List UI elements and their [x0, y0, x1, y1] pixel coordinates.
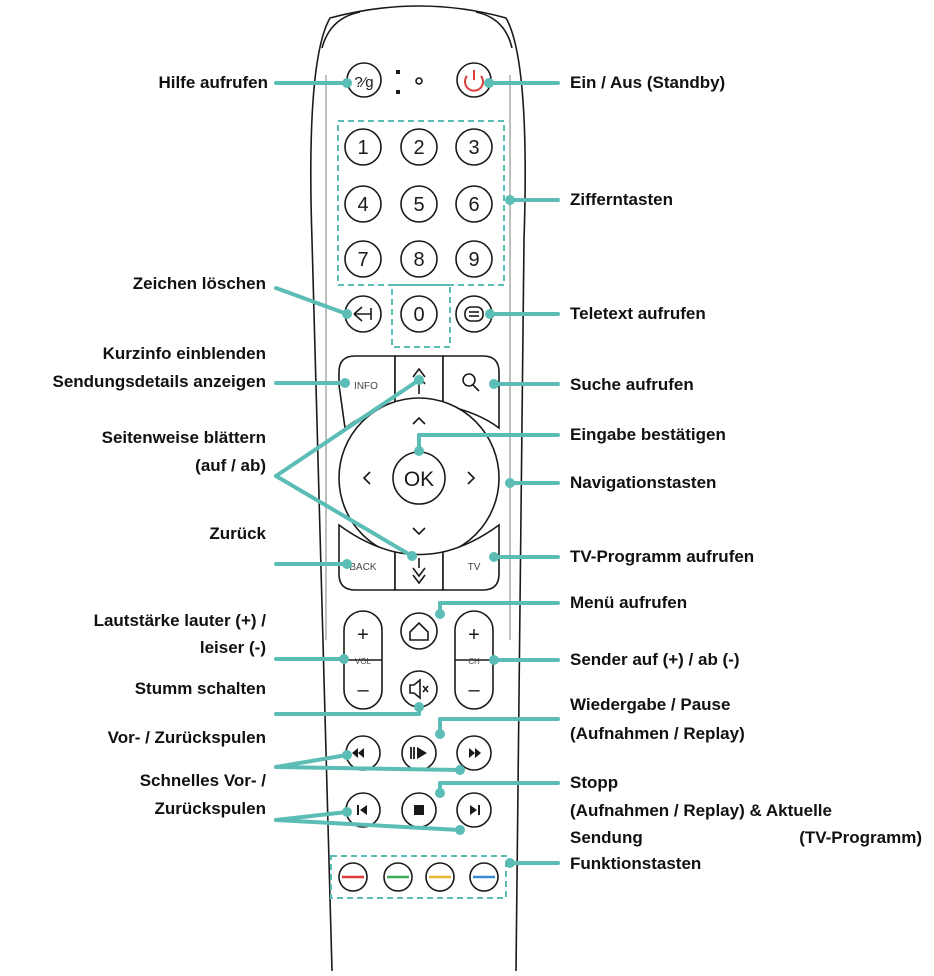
label-fast-seek-2: Zurückspulen [154, 799, 266, 818]
label-menu: Menü aufrufen [570, 593, 688, 612]
label-tv: TV-Programm aufrufen [570, 547, 755, 566]
svg-text:OK: OK [404, 468, 434, 491]
label-ok: Eingabe bestätigen [570, 425, 726, 444]
digit-9: 9 [468, 249, 479, 271]
label-delete: Zeichen löschen [132, 274, 266, 293]
digit-5: 5 [413, 194, 424, 216]
label-function-keys: Funktionstasten [570, 854, 702, 873]
svg-text:+: + [468, 624, 480, 646]
digit-7: 7 [357, 249, 368, 271]
svg-text:TV: TV [468, 562, 481, 573]
digit-1: 1 [357, 137, 368, 159]
label-info-2: Sendungsdetails anzeigen [52, 372, 267, 391]
svg-text:–: – [468, 679, 480, 701]
label-volume-1: Lautstärke lauter (+) / [93, 611, 266, 630]
digit-6: 6 [468, 194, 479, 216]
label-play-2: (Aufnahmen / Replay) [570, 724, 745, 743]
svg-text:INFO: INFO [354, 381, 378, 392]
label-seek: Vor- / Zurückspulen [107, 728, 266, 747]
callout-lines [274, 78, 465, 835]
label-help: Hilfe aufrufen [158, 73, 268, 92]
svg-text:CH: CH [468, 657, 480, 666]
label-teletext: Teletext aufrufen [570, 304, 706, 323]
label-stop-2: (Aufnahmen / Replay) & Aktuelle [570, 801, 832, 820]
label-info-1: Kurzinfo einblenden [102, 344, 266, 363]
label-play-1: Wiedergabe / Pause [570, 695, 731, 714]
digit-keys: 1 2 3 4 5 6 7 8 9 0 [344, 128, 493, 333]
remote-body [310, 5, 526, 972]
svg-text:BACK: BACK [349, 562, 377, 573]
label-power: Ein / Aus (Standby) [570, 73, 726, 92]
svg-text:?⁄g: ?⁄g [354, 74, 373, 91]
label-channel: Sender auf (+) / ab (-) [570, 650, 740, 669]
mute-button [400, 670, 438, 708]
svg-text:–: – [357, 679, 369, 701]
label-digits: Zifferntasten [570, 190, 673, 209]
label-search: Suche aufrufen [570, 375, 694, 394]
digit-0: 0 [413, 304, 424, 326]
label-back: Zurück [209, 524, 266, 543]
home-button [400, 612, 438, 650]
digit-3: 3 [468, 137, 479, 159]
tv-button [442, 523, 500, 591]
label-mute: Stumm schalten [134, 679, 266, 698]
label-navigation: Navigationstasten [570, 473, 717, 492]
label-volume-2: leiser (-) [199, 638, 266, 657]
label-page-1: Seitenweise blättern [101, 428, 266, 447]
label-stop-1: Stopp [570, 773, 619, 792]
digit-8: 8 [413, 249, 424, 271]
label-page-2: (auf / ab) [195, 456, 266, 475]
digit-2: 2 [413, 137, 424, 159]
label-fast-seek-1: Schnelles Vor- / [139, 771, 266, 790]
svg-text:+: + [357, 624, 369, 646]
digit-4: 4 [357, 194, 368, 216]
svg-text:VOL: VOL [355, 657, 372, 666]
back-button [338, 523, 396, 591]
label-stop-3: Sendung (TV-Programm) [570, 828, 922, 847]
callout-lines-right [414, 78, 560, 868]
